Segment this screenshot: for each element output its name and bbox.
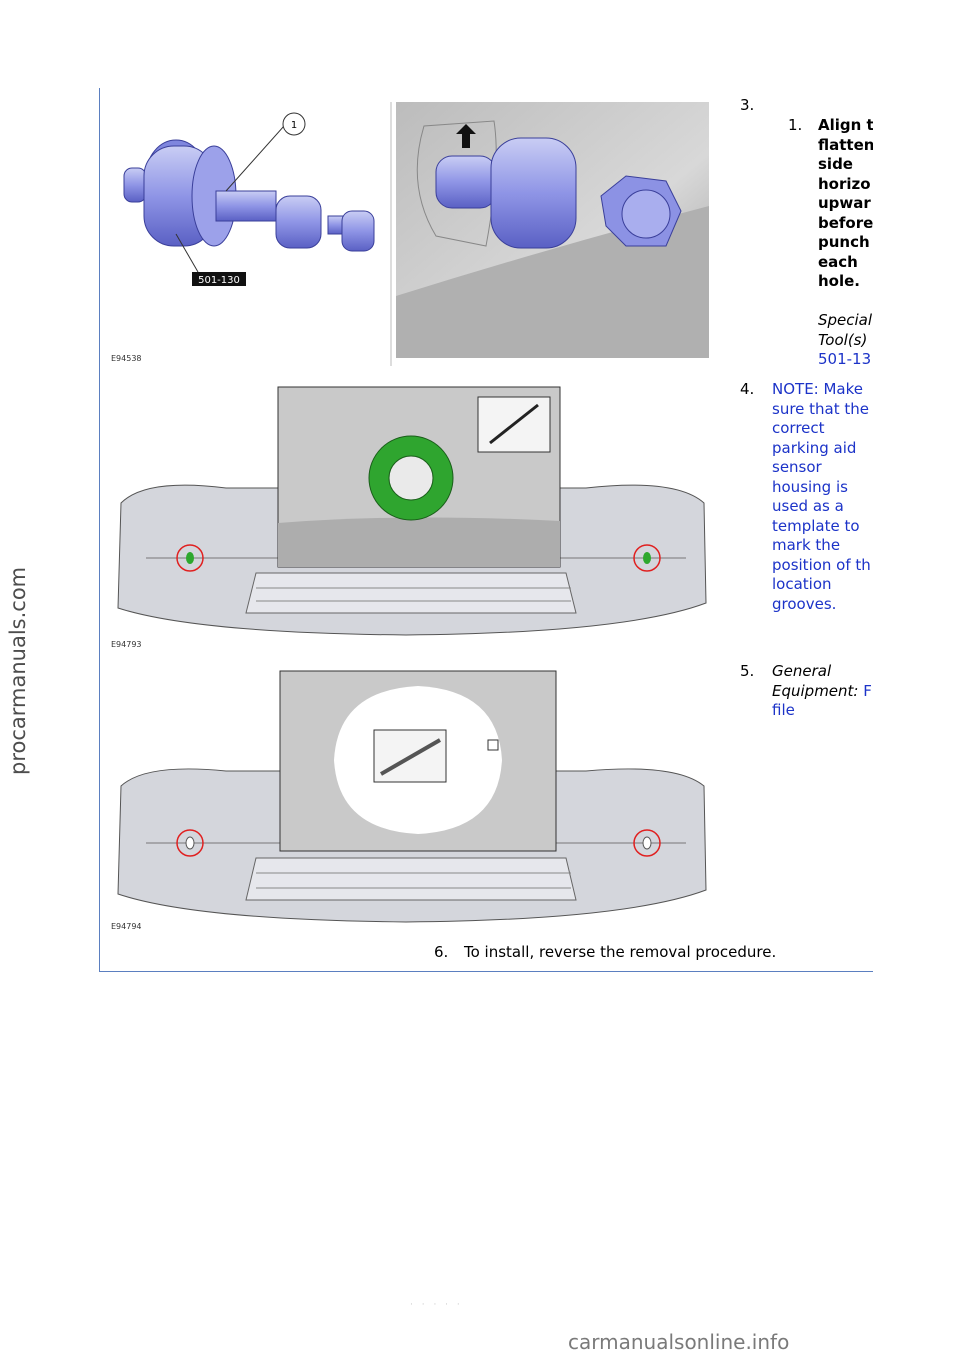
- figure-label: E94793: [111, 640, 142, 649]
- substep-line: each: [818, 252, 858, 271]
- equipment-link[interactable]: file: [772, 701, 795, 719]
- figure-e94794: E94794: [106, 668, 714, 938]
- note-line: mark the: [772, 536, 841, 554]
- note-line: template to: [772, 516, 860, 535]
- tool-tag-label: 501-130: [198, 275, 240, 286]
- content-frame-bottom-border: [99, 971, 873, 972]
- equipment-text: General Equipment: F file: [772, 662, 872, 721]
- page-footer: · · · · ·: [410, 1300, 463, 1310]
- equipment-link[interactable]: F: [863, 681, 872, 700]
- step-number: 4.: [740, 380, 755, 398]
- note-text: NOTE: Make sure that the correct parking…: [772, 380, 871, 614]
- special-tools-label: Tool(s): [818, 330, 868, 349]
- note-line: position of th: [772, 555, 871, 574]
- note-line: sensor: [772, 458, 822, 476]
- bottom-watermark: carmanualsonline.info: [568, 1330, 790, 1354]
- instruction-column: 3. 1. Align t flatten side horizo upwar …: [740, 90, 873, 730]
- equipment-label: General: [772, 662, 832, 680]
- callout-number: 1: [291, 120, 297, 131]
- bumper-file-drawing: [117, 670, 707, 923]
- note-line: location: [772, 575, 832, 593]
- figure-e94793: E94793: [106, 383, 714, 653]
- substep-line: hole.: [818, 272, 860, 290]
- note-line: parking aid: [772, 438, 857, 457]
- substep-number: 1.: [788, 116, 803, 134]
- tool-illustration: 1 501-130: [123, 102, 709, 366]
- special-tool-link[interactable]: 501-13: [818, 350, 872, 368]
- note-line: used as a: [772, 497, 844, 515]
- punch-tool-drawing: [123, 112, 375, 286]
- special-tools-label: Special: [818, 311, 873, 329]
- substep-line: punch: [818, 233, 870, 251]
- step-number: 5.: [740, 662, 755, 680]
- bumper-sensor-housing-drawing: [117, 386, 707, 636]
- note-line: correct: [772, 419, 825, 437]
- step-number: 6.: [434, 943, 449, 961]
- substep-line: flatten: [818, 135, 873, 154]
- side-watermark: procarmanuals.com: [6, 566, 30, 775]
- step-number: 3.: [740, 96, 755, 114]
- substep-line: Align t: [818, 116, 873, 134]
- special-tools: Special Tool(s) 501-13: [818, 311, 872, 370]
- note-line: NOTE: Make: [772, 380, 864, 398]
- figure-e94538: 1 501-130 E94538: [106, 96, 714, 366]
- note-line: housing is: [772, 477, 848, 496]
- bumper-punch-photo: [396, 102, 709, 358]
- substep-line: before: [818, 213, 873, 232]
- substep-line: upwar: [818, 194, 871, 212]
- content-frame-left-border: [99, 88, 100, 972]
- note-line: grooves.: [772, 594, 837, 613]
- substep-line: side: [818, 155, 853, 173]
- equipment-label: Equipment:: [772, 681, 864, 700]
- figure-label: E94538: [111, 354, 142, 363]
- figure-label: E94794: [111, 922, 142, 931]
- step-text: To install, reverse the removal procedur…: [464, 943, 777, 961]
- substep-text: Align t flatten side horizo upwar before…: [818, 116, 873, 292]
- note-line: sure that the: [772, 399, 870, 418]
- substep-line: horizo: [818, 174, 871, 193]
- step-6: 6. To install, reverse the removal proced…: [434, 943, 776, 961]
